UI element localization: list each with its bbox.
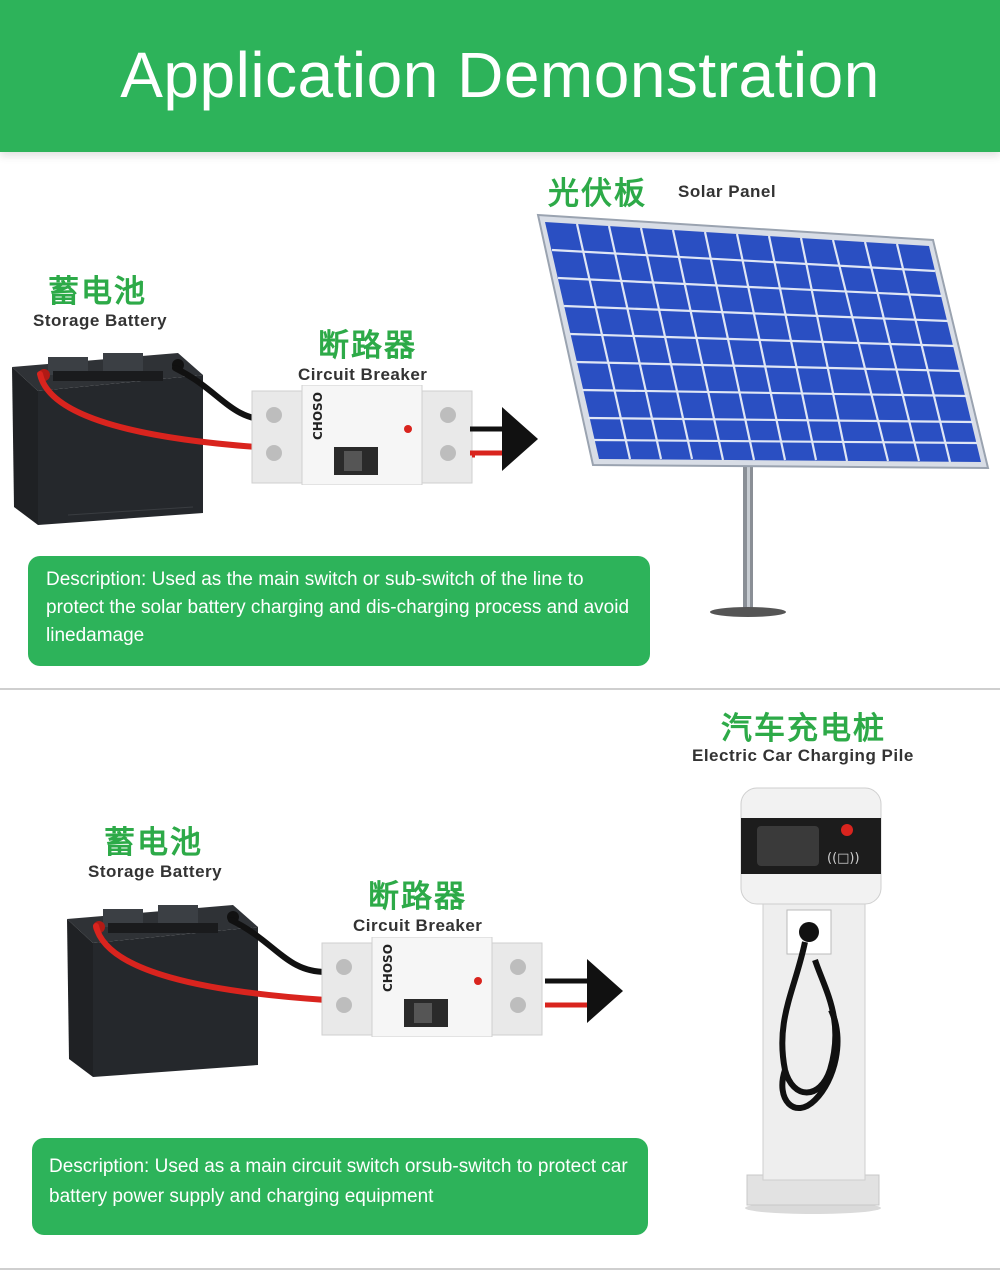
- breaker-en-label-2: Circuit Breaker: [353, 916, 483, 935]
- description-text-solar: Description: Used as the main switch or …: [46, 569, 630, 646]
- breaker-brand: CHOSO: [311, 392, 325, 440]
- breaker-cn-label-2: 断路器: [368, 879, 467, 915]
- battery-en-label: Storage Battery: [33, 311, 168, 330]
- svg-text:((□)): ((□)): [827, 851, 860, 866]
- solar-panel-cn-label: 光伏板: [548, 176, 647, 212]
- description-text-charging: Description: Used as a main circuit swit…: [49, 1156, 628, 1207]
- solar-panel-en-label: Solar Panel: [678, 182, 777, 201]
- bottom-divider: [0, 1268, 1000, 1270]
- circuit-breaker-image: CHOSO: [251, 385, 475, 485]
- charging-pile-cn-label: 汽车充电桩: [721, 711, 886, 747]
- battery-cn-label: 蓄电池: [48, 274, 147, 310]
- description-box-solar: Description: Used as the main switch or …: [28, 556, 650, 666]
- header-banner: Application Demonstration: [0, 0, 1000, 152]
- circuit-breaker-image-2: CHOSO: [321, 937, 543, 1037]
- battery-cn-label-2: 蓄电池: [104, 825, 203, 861]
- breaker-brand-2: CHOSO: [381, 944, 395, 992]
- charging-pile-en-label: Electric Car Charging Pile: [692, 746, 914, 765]
- breaker-en-label: Circuit Breaker: [298, 365, 428, 384]
- description-box-charging: Description: Used as a main circuit swit…: [32, 1138, 648, 1235]
- arrow-right-icon-2: [545, 959, 623, 1023]
- breaker-cn-label: 断路器: [318, 328, 417, 364]
- charging-pile-image: ((□)): [740, 787, 882, 1214]
- battery-cables-2: [93, 917, 329, 1003]
- page-title: Application Demonstration: [120, 39, 880, 111]
- solar-panel-image: [536, 213, 990, 617]
- battery-en-label-2: Storage Battery: [88, 862, 223, 881]
- section-divider: [0, 688, 1000, 690]
- arrow-right-icon: [470, 407, 538, 471]
